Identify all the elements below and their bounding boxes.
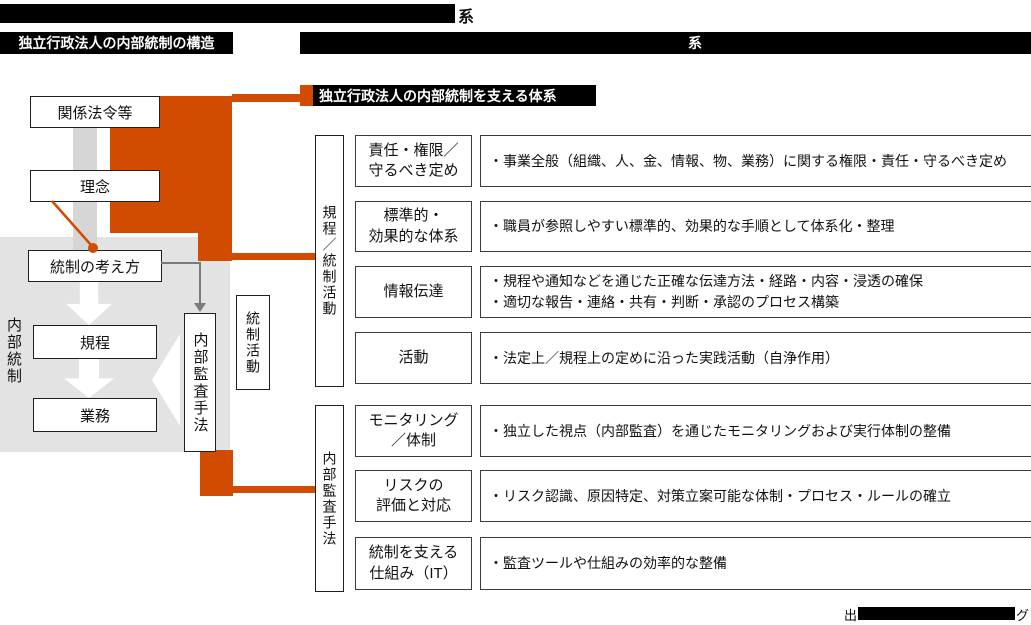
box-control-policy: 統制の考え方 bbox=[28, 250, 162, 282]
orange-connector-to-group1 bbox=[232, 253, 315, 260]
row-desc-risk: ・リスク認識、原因特定、対策立案可能な体制・プロセス・ルールの確立 bbox=[480, 470, 1031, 522]
source-redaction-bar bbox=[858, 607, 1015, 620]
row-label-line: 守るべき定め bbox=[368, 162, 459, 179]
group-box-rules-activity: 規程／統制活動 bbox=[315, 135, 344, 387]
group-box-audit-method: 内部監査手法 bbox=[315, 405, 344, 592]
row-label-line: 仕組み（IT） bbox=[369, 564, 458, 582]
desc-line: ・適切な報告・連絡・共有・判断・承認のプロセス構築 bbox=[489, 294, 839, 310]
column-header-left: 独立行政法人の内部統制の構造 bbox=[0, 32, 233, 54]
desc-line: ・監査ツールや仕組みの効率的な整備 bbox=[489, 555, 727, 571]
title-escaped-char: 系 bbox=[458, 9, 475, 26]
group-label-audit-method: 内部監査手法 bbox=[321, 450, 338, 547]
row-desc-standard-system: ・職員が参照しやすい標準的、効果的な手順として体系化・整理 bbox=[480, 201, 1031, 252]
row-label-line: 評価と対応 bbox=[375, 497, 451, 514]
group-label-rules-activity: 規程／統制活動 bbox=[321, 205, 338, 317]
column-header-right-redacted: 系 bbox=[300, 32, 1031, 54]
orange-bar-below-audit bbox=[200, 450, 233, 496]
desc-line: ・規程や通知などを通じた正確な伝達方法・経路・内容・浸透の確保 bbox=[489, 273, 923, 289]
desc-line: ・法定上／規程上の定めに沿った実践活動（自浄作用） bbox=[489, 349, 839, 366]
box-internal-audit-method: 内部監査手法 bbox=[184, 313, 216, 452]
row-desc-responsibility: ・事業全般（組織、人、金、情報、物、業務）に関する権限・責任・守るべき定め bbox=[480, 135, 1031, 187]
row-label-information: 情報伝達 bbox=[355, 266, 472, 318]
source-prefix: 出 bbox=[844, 608, 858, 623]
desc-line: ・リスク認識、原因特定、対策立案可能な体制・プロセス・ルールの確立 bbox=[489, 487, 951, 504]
row-desc-information: ・規程や通知などを通じた正確な伝達方法・経路・内容・浸透の確保 ・適切な報告・連… bbox=[480, 266, 1031, 318]
desc-line: ・独立した視点（内部監査）を通じたモニタリングおよび実行体制の整備 bbox=[489, 422, 951, 439]
source-suffix: グ bbox=[1016, 608, 1030, 623]
row-label-line: 統制を支える bbox=[368, 544, 459, 562]
row-label-monitoring: モニタリング ／体制 bbox=[355, 405, 472, 457]
section-header: 独立行政法人の内部統制を支える体系 bbox=[313, 85, 596, 106]
box-related-laws: 関係法令等 bbox=[30, 96, 160, 128]
row-label-line: 活動 bbox=[398, 348, 429, 366]
orange-connector-to-header bbox=[232, 94, 300, 102]
row-label-it-mechanism: 統制を支える 仕組み（IT） bbox=[355, 537, 472, 590]
flow-connector-law-philosophy bbox=[73, 126, 97, 170]
row-desc-activity: ・法定上／規程上の定めに沿った実践活動（自浄作用） bbox=[480, 332, 1031, 384]
orange-connector-to-group2 bbox=[233, 486, 315, 493]
column-header-right-escaped-char: 系 bbox=[688, 35, 702, 51]
row-label-risk: リスクの 評価と対応 bbox=[355, 470, 472, 522]
section-header-accent bbox=[300, 85, 313, 106]
title-redaction-bar bbox=[0, 4, 455, 23]
box-control-activity: 統制活動 bbox=[236, 295, 270, 390]
row-label-line: リスクの bbox=[383, 476, 444, 494]
row-desc-monitoring: ・独立した視点（内部監査）を通じたモニタリングおよび実行体制の整備 bbox=[480, 405, 1031, 457]
internal-audit-method-label: 内部監査手法 bbox=[191, 331, 209, 434]
orange-stem bbox=[198, 233, 232, 261]
box-operations: 業務 bbox=[33, 398, 157, 432]
internal-control-vertical-label: 内部統制 bbox=[5, 317, 22, 385]
row-label-line: 標準的・ bbox=[383, 207, 444, 225]
control-activity-label: 統制活動 bbox=[245, 310, 261, 375]
row-label-line: モニタリング bbox=[368, 411, 459, 429]
row-label-responsibility: 責任・権限／ 守るべき定め bbox=[355, 135, 472, 187]
row-label-line: ／体制 bbox=[390, 432, 436, 449]
flow-connector-philosophy-policy bbox=[73, 200, 97, 250]
desc-line: ・事業全般（組織、人、金、情報、物、業務）に関する権限・責任・守るべき定め bbox=[489, 152, 1007, 169]
row-label-line: 責任・権限／ bbox=[368, 141, 459, 159]
box-philosophy: 理念 bbox=[30, 170, 160, 202]
row-label-activity: 活動 bbox=[355, 332, 472, 384]
box-rules: 規程 bbox=[33, 325, 157, 359]
row-label-line: 情報伝達 bbox=[383, 282, 444, 300]
row-label-standard-system: 標準的・ 効果的な体系 bbox=[355, 201, 472, 252]
desc-line: ・職員が参照しやすい標準的、効果的な手順として体系化・整理 bbox=[489, 218, 895, 234]
row-label-line: 効果的な体系 bbox=[368, 227, 459, 245]
row-desc-it-mechanism: ・監査ツールや仕組みの効率的な整備 bbox=[480, 537, 1031, 590]
